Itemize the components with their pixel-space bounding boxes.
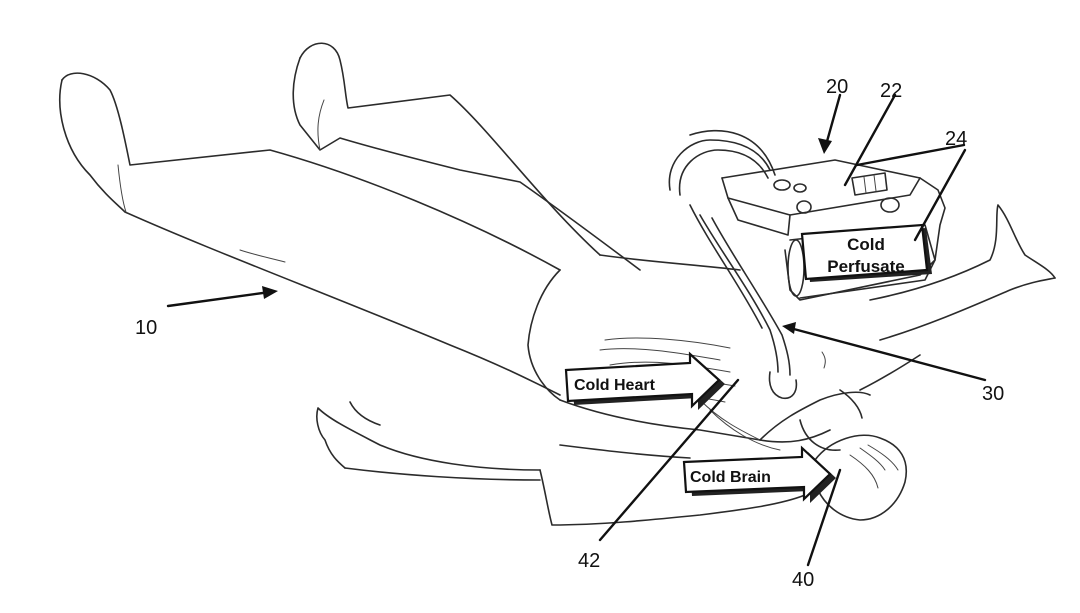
cold-heart-arrow: Cold Heart (564, 351, 725, 410)
ref-22: 22 (880, 80, 902, 102)
perfusate-line1: Cold (847, 235, 885, 254)
ref-10: 10 (135, 317, 157, 339)
perfusate-line2: Perfusate (827, 257, 904, 276)
leader-22 (843, 93, 897, 187)
leader-24a (855, 143, 966, 167)
ref-30: 30 (982, 383, 1004, 405)
leader-30 (788, 326, 987, 382)
patient-body-drawing (59, 42, 1056, 526)
leader-lines (166, 93, 987, 567)
leader-40 (806, 468, 842, 567)
cold-heart-label: Cold Heart (574, 377, 656, 394)
leader-24b (913, 148, 967, 242)
cold-brain-arrow: Cold Brain (682, 445, 836, 503)
leader-42 (598, 378, 740, 542)
cold-brain-label: Cold Brain (690, 469, 771, 486)
ref-24: 24 (945, 128, 967, 150)
leader-30-arrowhead (782, 322, 796, 334)
ref-42: 42 (578, 550, 600, 572)
reference-numerals: 10 20 22 24 30 42 40 (135, 76, 1004, 591)
ref-40: 40 (792, 569, 814, 591)
leader-10 (166, 290, 272, 308)
perfusate-label-box: Cold Perfusate (800, 223, 932, 282)
ref-20: 20 (826, 76, 848, 98)
leader-20 (824, 93, 842, 147)
leader-10-arrowhead (262, 286, 278, 299)
leader-20-arrowhead (818, 138, 832, 154)
